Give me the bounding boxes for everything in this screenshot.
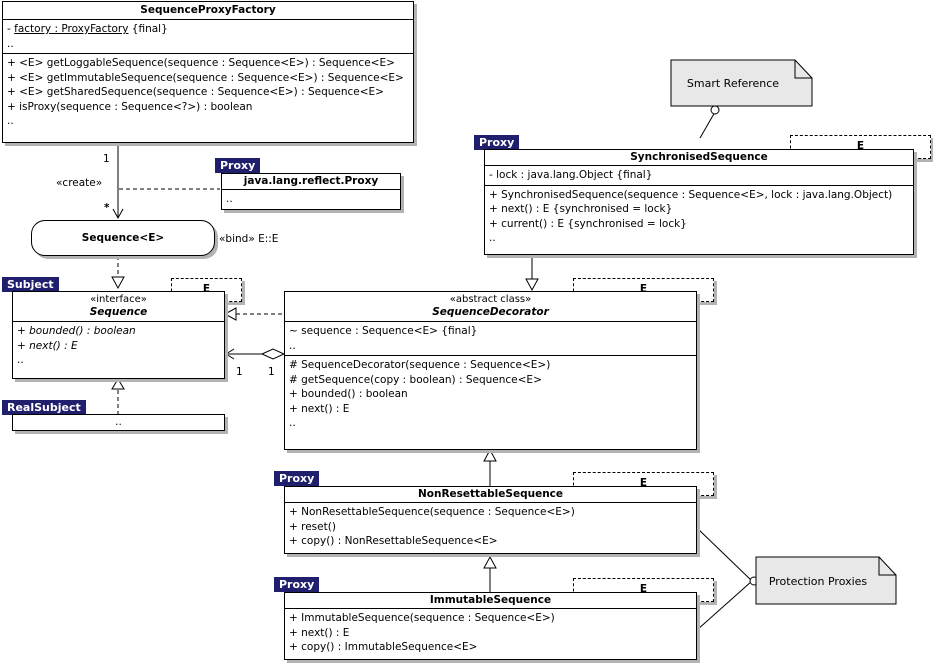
abstract-class-sequence-decorator[interactable]: «abstract class» SequenceDecorator ~ seq…	[284, 291, 697, 450]
stereotype: «interface»	[90, 294, 147, 305]
multiplicity-label: 1	[103, 153, 110, 165]
operation-row: ..	[17, 354, 24, 366]
stereotype-tag: Proxy	[215, 158, 261, 173]
attribute-row: ..	[7, 37, 14, 50]
interface-sequence[interactable]: «interface» Sequence + bounded() : boole…	[12, 291, 225, 379]
operation-row: + <E> getSharedSequence(sequence : Seque…	[7, 86, 384, 98]
smart-reference-link-end	[710, 105, 720, 115]
synchronised-generalization-head	[525, 278, 539, 292]
class-real-subject[interactable]: ..	[12, 414, 225, 431]
note-smart-reference: Smart Reference	[686, 77, 780, 90]
operation-row: + <E> getLoggableSequence(sequence : Seq…	[7, 57, 395, 69]
create-arrowhead	[112, 208, 124, 220]
smart-reference-link	[699, 111, 716, 139]
operation-row: # getSequence(copy : boolean) : Sequence…	[289, 373, 542, 386]
class-name: SynchronisedSequence	[485, 150, 913, 166]
operation-row: ..	[489, 232, 496, 244]
nonresettable-generalization-head	[483, 448, 497, 462]
attributes-section: - lock : java.lang.Object {final}	[485, 166, 913, 186]
operation-row: ..	[7, 115, 14, 127]
operation-row: + <E> getImmutableSequence(sequence : Se…	[7, 71, 404, 84]
class-name: NonResettableSequence	[285, 487, 696, 503]
operation-row: + NonResettableSequence(sequence : Seque…	[289, 506, 575, 518]
create-stereotype-label: «create»	[56, 177, 103, 189]
operation-row: + reset()	[289, 520, 336, 533]
operations-section: + <E> getLoggableSequence(sequence : Seq…	[3, 54, 413, 131]
operation-row: + next() : E {synchronised = lock}	[489, 203, 673, 215]
class-non-resettable-sequence[interactable]: NonResettableSequence + NonResettableSeq…	[284, 486, 697, 554]
class-body: ..	[115, 416, 122, 428]
stereotype-tag: Proxy	[474, 135, 520, 150]
operation-row: + isProxy(sequence : Sequence<?>) : bool…	[7, 100, 253, 113]
operation-row: + bounded() : boolean	[17, 325, 136, 337]
operation-row: # SequenceDecorator(sequence : Sequence<…	[289, 359, 551, 371]
operation-row: + copy() : NonResettableSequence<E>	[289, 535, 498, 547]
operations-section: + NonResettableSequence(sequence : Seque…	[285, 503, 696, 551]
operations-section: # SequenceDecorator(sequence : Sequence<…	[285, 356, 696, 433]
bind-label: «bind» E::E	[219, 233, 279, 245]
multiplicity-label: *	[104, 202, 110, 214]
protection-link-immutable	[696, 580, 753, 631]
attributes-section: ~ sequence : Sequence<E> {final} ..	[285, 322, 696, 356]
note-protection-proxies: Protection Proxies	[768, 575, 868, 588]
aggregation-arrowhead	[225, 348, 235, 360]
decorator-realization-head	[223, 307, 237, 321]
stereotype: «abstract class»	[449, 294, 532, 305]
class-synchronised-sequence[interactable]: SynchronisedSequence - lock : java.lang.…	[484, 149, 914, 255]
operation-row: + bounded() : boolean	[289, 388, 408, 400]
stereotype-tag: Proxy	[274, 471, 320, 486]
multiplicity-label: 1	[268, 366, 275, 378]
immutable-generalization-head	[483, 555, 497, 569]
operations-section: + SynchronisedSequence(sequence : Sequen…	[485, 186, 913, 248]
smart-reference-note-shape	[670, 59, 813, 107]
class-name: Sequence<E>	[81, 232, 165, 244]
operations-section: + bounded() : boolean + next() : E ..	[13, 322, 224, 370]
class-name: ImmutableSequence	[285, 593, 696, 609]
class-header: «abstract class» SequenceDecorator	[285, 292, 696, 322]
operation-row: + next() : E	[17, 339, 78, 352]
operations-section: + ImmutableSequence(sequence : Sequence<…	[285, 609, 696, 657]
class-immutable-sequence[interactable]: ImmutableSequence + ImmutableSequence(se…	[284, 592, 697, 660]
operation-row: + ImmutableSequence(sequence : Sequence<…	[289, 612, 555, 624]
class-name: SequenceDecorator	[432, 306, 549, 318]
multiplicity-label: 1	[236, 366, 243, 378]
attribute-row: ~ sequence : Sequence<E> {final}	[289, 325, 478, 337]
class-name: java.lang.reflect.Proxy	[222, 174, 400, 190]
class-name: Sequence	[89, 306, 148, 318]
class-name: SequenceProxyFactory	[3, 2, 413, 20]
bind-realization-head	[111, 276, 125, 290]
class-header: «interface» Sequence	[13, 292, 224, 322]
stereotype-tag: RealSubject	[2, 400, 86, 415]
realsubject-realization-head	[111, 378, 125, 390]
stereotype-tag: Subject	[2, 277, 59, 292]
class-java-lang-reflect-proxy[interactable]: java.lang.reflect.Proxy ..	[221, 173, 401, 210]
operation-row: + SynchronisedSequence(sequence : Sequen…	[489, 188, 893, 201]
operation-row: + next() : E	[289, 626, 350, 639]
operation-row: + current() : E {synchronised = lock}	[489, 217, 687, 230]
protection-link-nonresettable	[696, 527, 753, 582]
class-body: ..	[226, 193, 233, 205]
stereotype-tag: Proxy	[274, 577, 320, 592]
class-sequence-proxy-factory[interactable]: SequenceProxyFactory - factory : ProxyFa…	[2, 1, 414, 143]
attribute-row: - lock : java.lang.Object {final}	[489, 169, 653, 181]
operation-row: + copy() : ImmutableSequence<E>	[289, 641, 478, 653]
protection-proxies-note-shape	[755, 556, 897, 605]
attributes-section: - factory : ProxyFactory {final} ..	[3, 20, 413, 54]
attribute-row: ..	[289, 339, 296, 352]
operation-row: + next() : E	[289, 402, 350, 415]
attribute-row: - factory : ProxyFactory {final}	[7, 23, 168, 35]
aggregation-diamond	[260, 348, 286, 360]
bound-element-sequence[interactable]: Sequence<E>	[31, 220, 215, 256]
operation-row: ..	[289, 417, 296, 429]
